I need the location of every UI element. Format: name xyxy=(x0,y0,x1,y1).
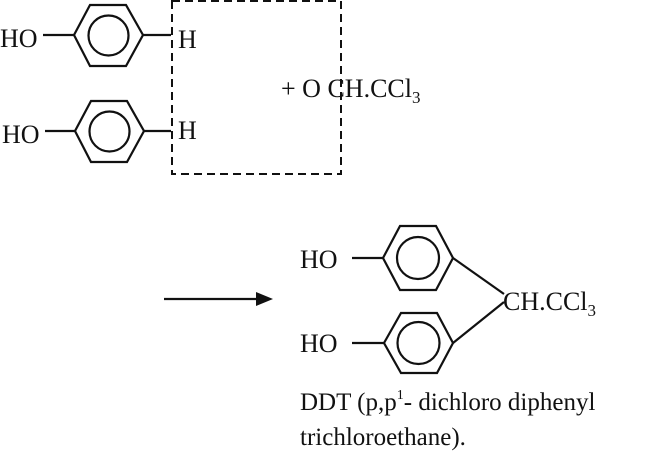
aromatic-circle xyxy=(87,14,130,57)
elimination-box xyxy=(171,0,342,175)
aromatic-circle xyxy=(88,110,131,153)
hydrogen-label: H xyxy=(178,116,197,145)
benzene-ring xyxy=(73,99,146,164)
reagent-label: + O CH.CCl3 xyxy=(281,74,420,107)
bond xyxy=(452,301,505,344)
benzene-ring xyxy=(72,3,145,68)
product-ddt: HO HO CH.CCl3 xyxy=(300,224,596,375)
hydroxyl-label: HO xyxy=(300,329,338,358)
aromatic-circle xyxy=(396,320,441,366)
hydroxyl-label: HO xyxy=(2,120,40,149)
caption-line-2: trichloroethane). xyxy=(300,424,466,451)
caption-line-1: DDT (p,p1- dichloro diphenyl xyxy=(300,388,595,416)
reactant-phenol-1: HO H xyxy=(0,3,197,68)
aromatic-circle xyxy=(395,235,441,281)
hydroxyl-label: HO xyxy=(0,24,38,53)
hydrogen-label: H xyxy=(178,25,197,54)
reactant-phenol-2: HO H xyxy=(2,99,197,164)
hydroxyl-label: HO xyxy=(300,245,338,274)
bond xyxy=(452,257,505,295)
ch-ccl3-label: CH.CCl3 xyxy=(503,287,596,320)
benzene-ring xyxy=(381,224,455,292)
reaction-arrow xyxy=(164,292,273,306)
